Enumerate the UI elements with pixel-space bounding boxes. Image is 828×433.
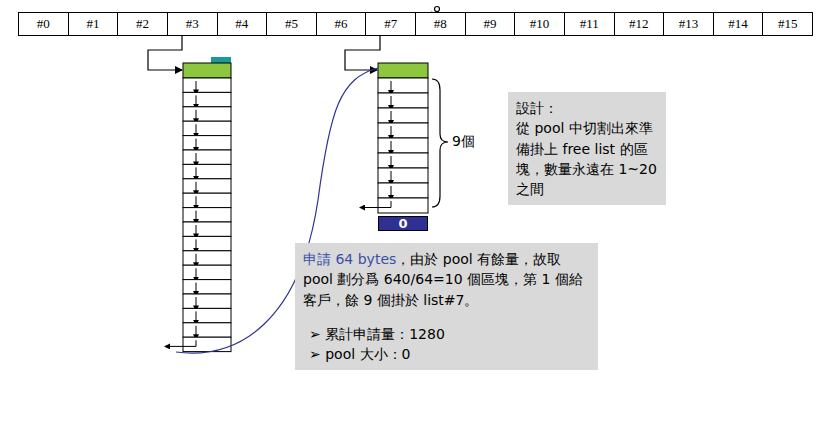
list-block bbox=[183, 78, 231, 92]
list-block bbox=[183, 208, 231, 222]
slot-label: #7 bbox=[384, 16, 397, 32]
list-block bbox=[378, 138, 428, 153]
brace bbox=[432, 79, 448, 207]
list-block bbox=[183, 150, 231, 164]
free-list-blocks bbox=[165, 78, 231, 352]
list-block bbox=[183, 136, 231, 150]
list-block bbox=[378, 198, 428, 213]
slot-label: #4 bbox=[235, 16, 248, 32]
list-block bbox=[378, 183, 428, 198]
note-paragraph: 申請 64 bytes，由於 pool 有餘量，故取 pool 劃分爲 640/… bbox=[303, 249, 590, 310]
list-slot: #0 bbox=[18, 12, 69, 36]
list-block bbox=[183, 280, 231, 294]
list-block bbox=[183, 251, 231, 265]
list-block bbox=[183, 222, 231, 236]
note-text: 從 pool 中切割出來準備掛上 free list 的區塊，數量永遠在 1~2… bbox=[516, 118, 658, 199]
null-marker: 0 bbox=[398, 216, 407, 231]
list-slot: #5 bbox=[266, 12, 317, 36]
list-block bbox=[183, 236, 231, 250]
list-slot: #11 bbox=[564, 12, 615, 36]
list-block bbox=[183, 121, 231, 135]
slot-label: #5 bbox=[285, 16, 298, 32]
slot-label: #1 bbox=[86, 16, 99, 32]
list-block bbox=[378, 153, 428, 168]
list-block bbox=[183, 107, 231, 121]
request-highlight: 申請 64 bytes bbox=[303, 251, 396, 267]
list-slot: #7 bbox=[365, 12, 416, 36]
list-head bbox=[378, 63, 428, 78]
list-block bbox=[183, 179, 231, 193]
list-head bbox=[183, 63, 231, 78]
request-note: 申請 64 bytes，由於 pool 有餘量，故取 pool 劃分爲 640/… bbox=[295, 243, 598, 370]
slot-label: #14 bbox=[728, 16, 748, 32]
slot-label: #12 bbox=[629, 16, 649, 32]
design-note: 設計：從 pool 中切割出來準備掛上 free list 的區塊，數量永遠在 … bbox=[508, 92, 666, 205]
slot-label: #9 bbox=[483, 16, 496, 32]
list-block bbox=[378, 78, 428, 93]
list-slot: #10 bbox=[514, 12, 565, 36]
slot-label: #11 bbox=[580, 16, 599, 32]
list-block bbox=[183, 265, 231, 279]
slot-label: #15 bbox=[778, 16, 798, 32]
list-slot: #2 bbox=[117, 12, 168, 36]
slot-label: #8 bbox=[434, 16, 447, 32]
list-block bbox=[378, 168, 428, 183]
list-block bbox=[183, 164, 231, 178]
list-slot: #14 bbox=[713, 12, 764, 36]
list-block bbox=[183, 308, 231, 322]
list-slot: #13 bbox=[663, 12, 714, 36]
next-pointer bbox=[165, 340, 196, 346]
list-block bbox=[183, 323, 231, 337]
slot-label: #13 bbox=[679, 16, 699, 32]
free-list-blocks bbox=[360, 78, 428, 213]
bullet-item: ➢ pool 大小：0 bbox=[303, 344, 590, 364]
list-block bbox=[378, 108, 428, 123]
slot-label: #10 bbox=[530, 16, 550, 32]
slot-label: #0 bbox=[37, 16, 50, 32]
note-heading: 設計： bbox=[516, 98, 658, 118]
count-label: 9個 bbox=[452, 133, 475, 151]
slot-label: #2 bbox=[136, 16, 149, 32]
next-pointer bbox=[360, 201, 391, 208]
list-slot: #12 bbox=[614, 12, 665, 36]
list-slot: #15 bbox=[762, 12, 813, 36]
bullet-item: ➢ 累計申請量：1280 bbox=[303, 324, 590, 344]
zero-block: 0 bbox=[378, 216, 428, 231]
list-block bbox=[378, 93, 428, 108]
list-slot: #6 bbox=[316, 12, 367, 36]
list-block bbox=[183, 92, 231, 106]
list-block bbox=[183, 294, 231, 308]
list-slot: #9 bbox=[465, 12, 516, 36]
slot-label: #3 bbox=[186, 16, 199, 32]
list-block bbox=[183, 193, 231, 207]
list-slot: #4 bbox=[217, 12, 268, 36]
list-slot: #8 bbox=[415, 12, 466, 36]
list-slot: #3 bbox=[167, 12, 218, 36]
list-block bbox=[378, 123, 428, 138]
slot-label: #6 bbox=[335, 16, 348, 32]
list-block bbox=[183, 337, 231, 351]
list-slot: #1 bbox=[68, 12, 119, 36]
